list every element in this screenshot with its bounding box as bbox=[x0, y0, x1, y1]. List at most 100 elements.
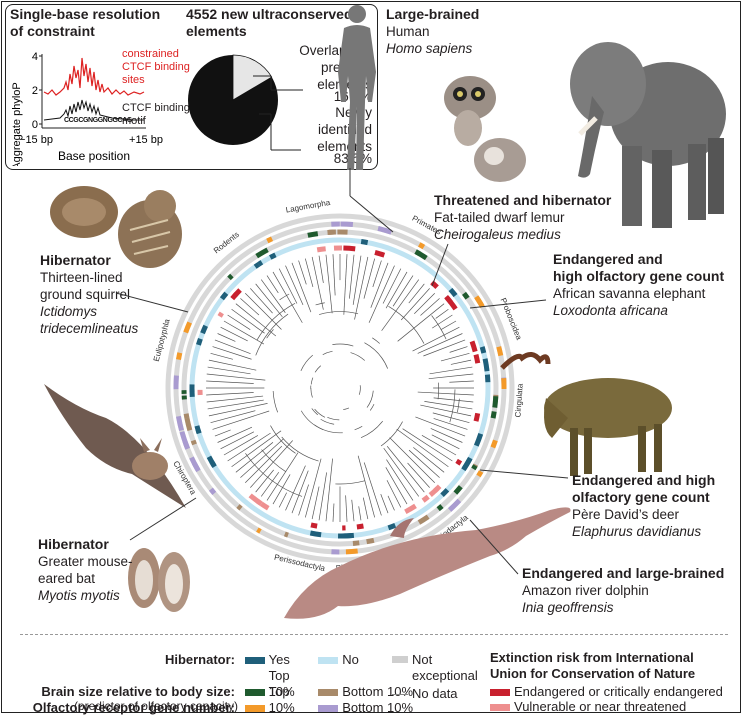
legend-not-exceptional-label: Not exceptional bbox=[412, 652, 478, 683]
tree-tip-branch bbox=[402, 428, 453, 462]
trait-segment bbox=[248, 493, 262, 505]
bat-pair-illustration bbox=[128, 548, 190, 612]
legend-olf-top: Top 10% bbox=[268, 684, 295, 715]
trait-segment bbox=[404, 503, 417, 515]
tree-tip-branch bbox=[387, 495, 395, 511]
tree-tip-branch bbox=[433, 397, 474, 403]
legend-vulnerable-swatch bbox=[490, 704, 510, 712]
ytick-0: 0 bbox=[32, 119, 38, 131]
tree-tip-branch bbox=[260, 471, 280, 497]
tree-tip-branch bbox=[449, 380, 474, 383]
tree-internal-arc bbox=[372, 337, 380, 344]
tree-tip-branch bbox=[231, 308, 265, 334]
tree-tip-branch bbox=[207, 399, 264, 410]
tree-tip-branch bbox=[207, 366, 251, 375]
legend-olf-title: Olfactory receptor gene number: bbox=[32, 700, 235, 715]
human-latin: Homo sapiens bbox=[386, 41, 473, 56]
legend-not-exceptional: Not exceptional bbox=[392, 652, 478, 685]
tree-tip-branch bbox=[397, 303, 445, 342]
elephant-trait: Endangered and high olfactory gene count bbox=[553, 251, 725, 284]
tree-internal-arc bbox=[255, 313, 289, 356]
trait-ring-0 bbox=[165, 213, 515, 563]
tree-tip-branch bbox=[318, 255, 324, 283]
tree-internal-arc bbox=[327, 416, 340, 421]
tree-tip-branch bbox=[358, 506, 362, 521]
tree-tip-branch bbox=[449, 346, 468, 353]
tree-tip-branch bbox=[304, 258, 314, 288]
legend-olfactory: Olfactory receptor gene number: Top 10% … bbox=[18, 684, 518, 716]
trait-segment bbox=[179, 431, 189, 446]
tree-tip-branch bbox=[250, 288, 273, 314]
tree-tip-branch bbox=[414, 293, 435, 314]
tree-tip-branch bbox=[245, 445, 283, 483]
tree-tip-branch bbox=[298, 260, 307, 285]
tree-tip-branch bbox=[291, 262, 312, 313]
tree-tip-branch bbox=[272, 474, 291, 505]
tree-internal-arc bbox=[332, 343, 354, 347]
tree-internal-arc bbox=[343, 407, 350, 410]
tree-tip-branch bbox=[357, 455, 376, 518]
tree-tip-branch bbox=[231, 430, 282, 468]
species-human: Large-brained Human Homo sapiens bbox=[386, 6, 536, 57]
tree-internal-arc bbox=[350, 352, 365, 361]
tree-internal-arc bbox=[300, 410, 324, 430]
tree-tip-branch bbox=[368, 265, 395, 323]
legend-hib-no-swatch bbox=[318, 657, 339, 665]
trait-segment bbox=[183, 413, 190, 419]
trait-segment bbox=[414, 249, 428, 261]
trait-segment bbox=[232, 288, 242, 298]
legend-endangered-label: Endangered or critically endangered bbox=[514, 684, 723, 699]
tree-internal-arc bbox=[369, 404, 375, 411]
lemur-common: Fat-tailed dwarf lemur bbox=[434, 210, 565, 225]
tree-internal-arc bbox=[270, 425, 296, 454]
tree-internal-arc bbox=[314, 365, 321, 373]
black-phylop-line bbox=[43, 99, 144, 121]
tree-tip-branch bbox=[227, 314, 251, 331]
trait-segment bbox=[236, 504, 243, 511]
tree-internal-arc bbox=[431, 315, 447, 340]
trait-segment bbox=[417, 514, 430, 525]
trait-segment bbox=[256, 527, 262, 534]
trait-segment bbox=[176, 415, 184, 432]
ultraconserved-pie bbox=[188, 54, 303, 151]
tree-tip-branch bbox=[266, 452, 299, 501]
species-squirrel: Hibernator Thirteen-lined ground squirre… bbox=[40, 252, 200, 337]
tree-tip-branch bbox=[354, 256, 369, 320]
tree-internal-arc bbox=[300, 354, 313, 372]
phylop-ylabel: Aggregate phyloP bbox=[11, 82, 23, 166]
tree-tip-branch bbox=[408, 449, 440, 478]
trait-segment bbox=[269, 252, 277, 260]
tree-internal-arc bbox=[366, 390, 374, 408]
tree-tip-branch bbox=[343, 254, 348, 315]
tree-internal-arc bbox=[360, 420, 383, 439]
tree-internal-arc bbox=[322, 350, 333, 355]
tree-tip-branch bbox=[440, 320, 457, 331]
tree-internal-arc bbox=[319, 311, 359, 315]
tree-tip-branch bbox=[386, 459, 414, 501]
trait-segment bbox=[469, 340, 478, 353]
tree-tip-branch bbox=[423, 339, 466, 357]
trait-segment bbox=[266, 236, 274, 244]
tree-tip-branch bbox=[240, 298, 260, 316]
tree-tip-branch bbox=[223, 435, 259, 456]
trait-segment bbox=[473, 354, 481, 364]
species-deer: Endangered and high olfactory gene count… bbox=[572, 472, 740, 540]
trait-segment bbox=[316, 246, 326, 253]
squirrel-illustration bbox=[50, 186, 182, 268]
species-lemur: Threatened and hibernator Fat-tailed dwa… bbox=[434, 192, 644, 243]
tree-internal-arc bbox=[358, 385, 361, 395]
tree-tip-branch bbox=[227, 432, 271, 462]
motif-label: CTCF binding motif bbox=[122, 102, 190, 127]
tree-tip-branch bbox=[417, 333, 463, 354]
tree-tip-branch bbox=[386, 446, 425, 493]
tree-internal-arc bbox=[335, 480, 365, 485]
trait-segment bbox=[479, 346, 487, 354]
bat-trait: Hibernator bbox=[38, 536, 109, 552]
tree-tip-branch bbox=[363, 258, 376, 299]
tree-tip-branch bbox=[298, 484, 309, 516]
legend-no-data-label: No data bbox=[412, 686, 458, 701]
tree-tip-branch bbox=[428, 373, 474, 380]
tree-tip-branch bbox=[291, 470, 309, 514]
tree-tip-branch bbox=[285, 265, 304, 306]
trait-segment bbox=[206, 455, 217, 467]
